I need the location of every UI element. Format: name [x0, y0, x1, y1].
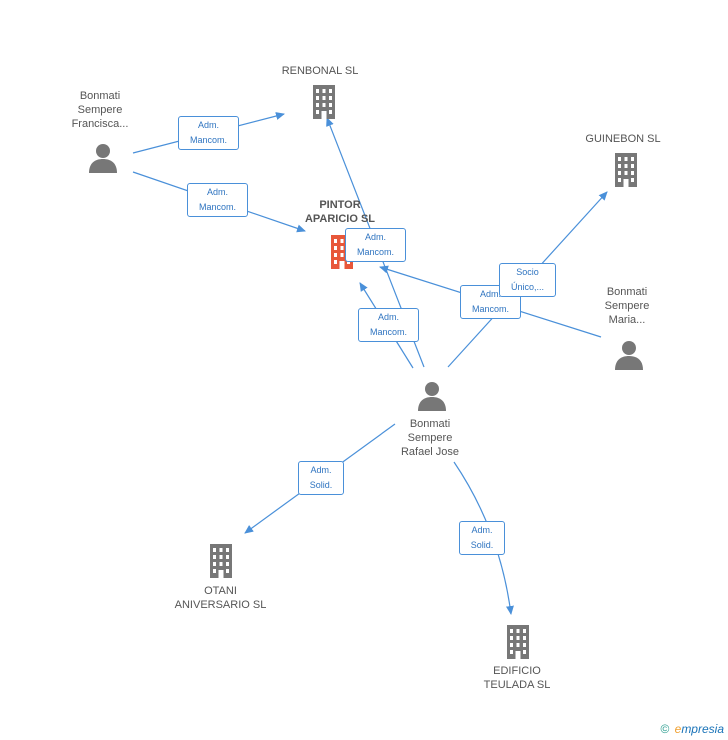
edge-label-line: Mancom. — [356, 247, 394, 257]
edge-label-rafael-guinebon: Socio Único,... — [499, 263, 556, 297]
node-label-maria: Bonmati Sempere Maria... — [577, 285, 677, 327]
node-label-line: Rafael Jose — [400, 446, 460, 458]
edge-label-rafael-edificio: Adm. Solid. — [459, 521, 505, 555]
node-label-line: Maria... — [608, 314, 646, 326]
node-label-line: RENBONAL SL — [281, 65, 359, 77]
node-label-line: Bonmati — [409, 418, 451, 430]
brand-footer: © empresia — [660, 722, 724, 736]
edge-label-line: Adm. — [471, 525, 493, 535]
edge-label-rafael-pintor: Adm. Mancom. — [358, 308, 419, 342]
edge-label-line: Mancom. — [471, 304, 509, 314]
node-label-line: Sempere — [77, 104, 123, 116]
edge-label-rafael-renbonal: Adm. Mancom. — [345, 228, 406, 262]
node-label-otani: OTANI ANIVERSARIO SL — [168, 584, 273, 612]
edge-label-line: Adm. — [377, 312, 399, 322]
edge-label-line: Adm. — [197, 120, 219, 130]
edge-label-line: Solid. — [470, 540, 494, 550]
node-label-guinebon: GUINEBON SL — [573, 132, 673, 146]
edge-label-line: Adm. — [364, 232, 386, 242]
person-icon — [418, 382, 446, 411]
edge-label-line: Adm. — [206, 187, 228, 197]
node-label-renbonal: RENBONAL SL — [270, 64, 370, 78]
node-label-edificio: EDIFICIO TEULADA SL — [467, 664, 567, 692]
brand-logo-rest: mpresia — [681, 722, 724, 736]
person-icon — [615, 341, 643, 370]
edge-label-line: Mancom. — [369, 327, 407, 337]
brand-logo: empresia — [675, 722, 724, 736]
brand-logo-e: e — [674, 722, 682, 736]
node-label-line: Francisca... — [71, 118, 129, 130]
person-icon — [89, 144, 117, 173]
copyright-icon: © — [660, 722, 670, 736]
node-label-line: OTANI — [204, 585, 237, 597]
edge-label-line: Adm. — [310, 465, 332, 475]
building-icon — [507, 625, 529, 659]
node-label-line: PINTOR — [319, 199, 361, 211]
node-label-line: Sempere — [604, 300, 650, 312]
edge-label-line: Socio — [516, 267, 539, 277]
building-icon — [615, 153, 637, 187]
edge-label-rafael-otani: Adm. Solid. — [298, 461, 344, 495]
node-label-line: GUINEBON SL — [585, 133, 661, 145]
node-label-line: Bonmati — [606, 286, 648, 298]
building-icon — [210, 544, 232, 578]
edge-label-maria-pintor: Adm. Mancom. — [460, 285, 521, 319]
node-label-line: EDIFICIO — [493, 665, 541, 677]
node-label-line: ANIVERSARIO SL — [174, 599, 267, 611]
edge-label-line: Único,... — [510, 282, 544, 292]
node-label-rafael: Bonmati Sempere Rafael Jose — [380, 417, 480, 459]
edge-label-line: Mancom. — [198, 202, 236, 212]
node-label-francisca: Bonmati Sempere Francisca... — [50, 89, 150, 131]
node-label-pintor: PINTOR APARICIO SL — [290, 198, 390, 226]
edge-label-francisca-pintor: Adm. Mancom. — [187, 183, 248, 217]
node-label-line: Bonmati — [79, 90, 121, 102]
edge-label-francisca-renbonal: Adm. Mancom. — [178, 116, 239, 150]
node-label-line: APARICIO SL — [304, 213, 376, 225]
edge-label-line: Adm. — [479, 289, 501, 299]
node-label-line: Sempere — [407, 432, 453, 444]
edge-label-line: Mancom. — [189, 135, 227, 145]
node-label-line: TEULADA SL — [483, 679, 551, 691]
building-icon — [313, 85, 335, 119]
edge-label-line: Solid. — [309, 480, 333, 490]
